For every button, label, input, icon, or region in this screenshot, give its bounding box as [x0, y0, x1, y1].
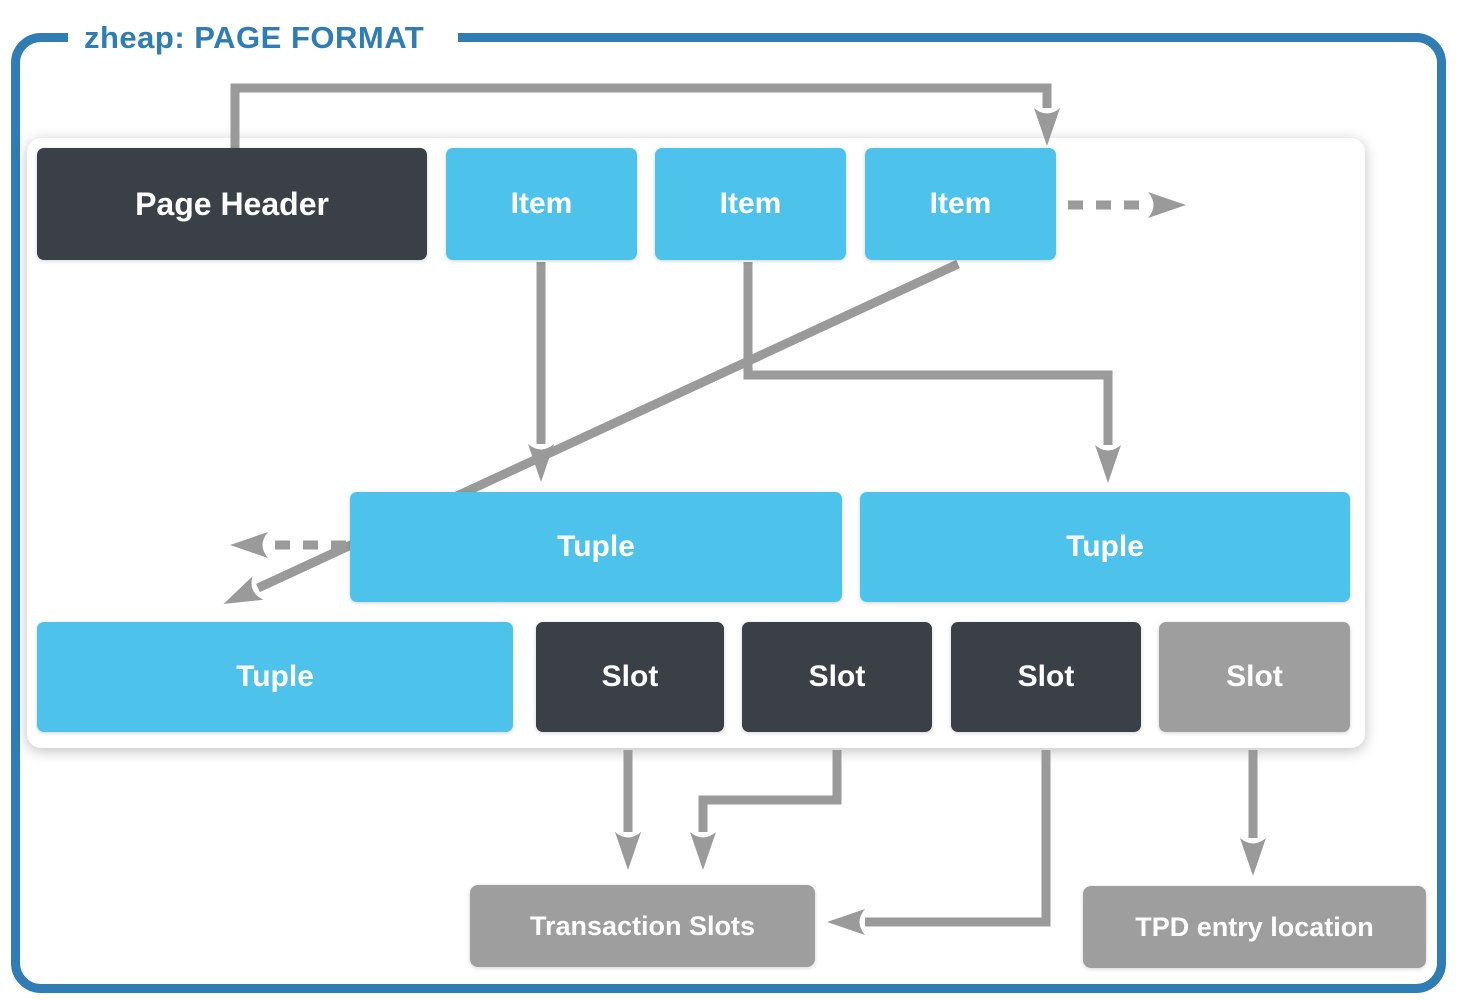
node-item-3: Item	[865, 148, 1056, 260]
node-slot-2: Slot	[742, 622, 932, 732]
arrow-slot2-to-txnslots-icon	[690, 750, 842, 870]
node-item-3-label: Item	[929, 187, 992, 220]
node-item-1: Item	[446, 148, 637, 260]
node-item-1-label: Item	[510, 187, 573, 220]
node-page-header-label: Page Header	[135, 185, 329, 222]
node-tuple-top-right: Tuple	[860, 492, 1350, 602]
node-transaction-slots-label: Transaction Slots	[529, 910, 756, 941]
node-slot-3-label: Slot	[1017, 660, 1075, 693]
node-slot-1-label: Slot	[601, 660, 659, 693]
node-tuple-bottom-left: Tuple	[37, 622, 513, 732]
node-slot-3: Slot	[951, 622, 1141, 732]
node-page-header: Page Header	[37, 148, 427, 260]
arrow-pageheader-to-item3-icon	[230, 83, 1060, 150]
node-slot-2-label: Slot	[808, 660, 866, 693]
node-slot-4-label: Slot	[1226, 660, 1283, 693]
outer-frame-border	[11, 33, 1446, 993]
node-tpd-entry-location-label: TPD entry location	[1135, 911, 1374, 942]
node-item-2-label: Item	[719, 187, 782, 220]
node-tuple-top-left-label: Tuple	[557, 530, 635, 563]
node-tpd-entry-location: TPD entry location	[1083, 886, 1426, 968]
arrow-slot3-to-txnslots-icon	[827, 750, 1051, 935]
node-tuple-bottom-left-label: Tuple	[236, 660, 314, 693]
arrow-item2-to-tuple-icon	[743, 262, 1121, 483]
frame-title-gap	[68, 28, 458, 48]
page-title: zheap: PAGE FORMAT	[84, 20, 425, 55]
node-tuple-top-left: Tuple	[350, 492, 842, 602]
node-item-2: Item	[655, 148, 846, 260]
node-slot-4: Slot	[1159, 622, 1350, 732]
node-tuple-top-right-label: Tuple	[1066, 530, 1144, 563]
node-transaction-slots: Transaction Slots	[470, 885, 815, 967]
node-slot-1: Slot	[536, 622, 724, 732]
